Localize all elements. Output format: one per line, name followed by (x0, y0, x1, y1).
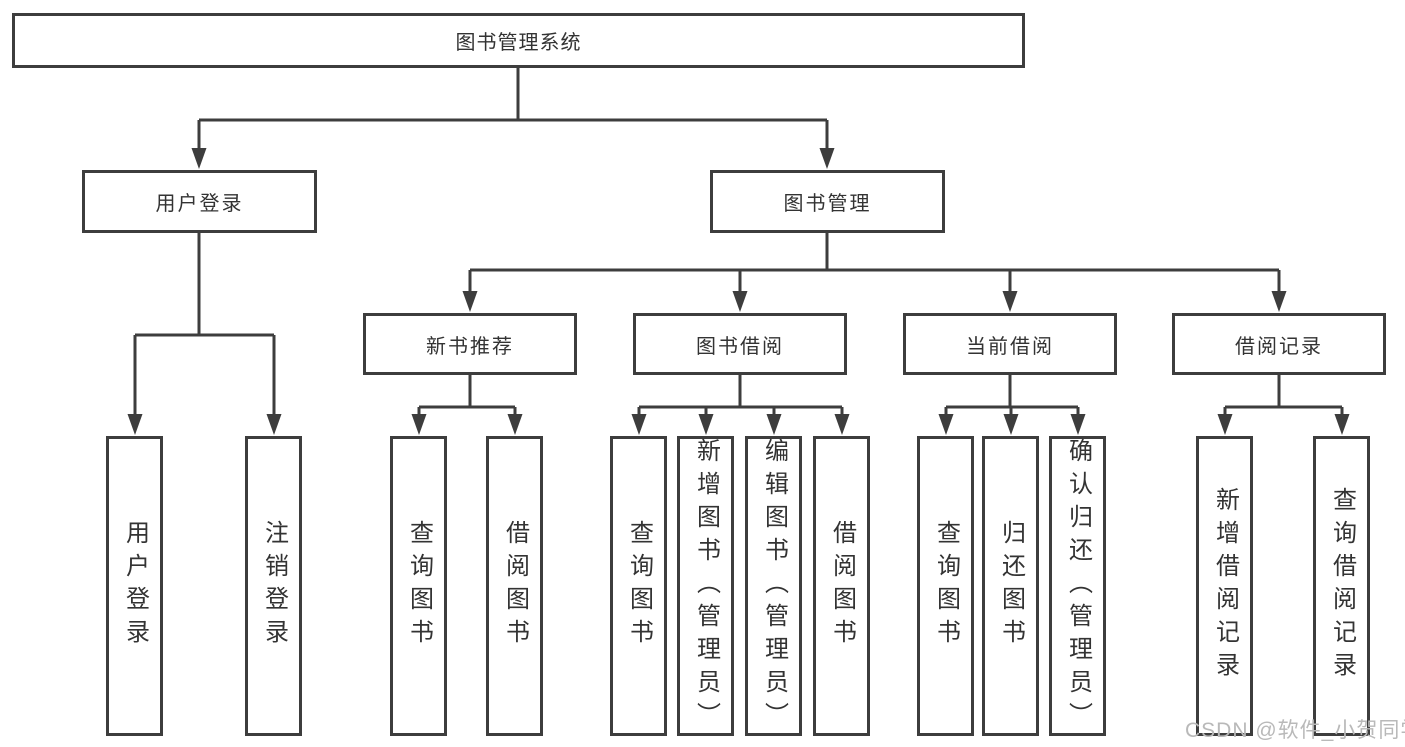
node-root: 图书管理系统 (12, 13, 1025, 68)
node-leaf-borrow-books-recommend: 借阅图书 (486, 436, 543, 736)
node-user-login-branch: 用户登录 (82, 170, 317, 233)
node-leaf-edit-book-admin: 编辑图书（管理员） (745, 436, 802, 736)
arrowhead (127, 414, 143, 435)
node-label: 新增借阅记录 (1211, 487, 1239, 685)
node-label: 当前借阅 (966, 335, 1054, 358)
connector-new-book-to-leaves (411, 375, 523, 435)
arrowhead (1217, 414, 1233, 435)
connector-borrow-records-to-leaves (1217, 375, 1350, 435)
arrowhead (411, 414, 427, 435)
node-label: 新增图书（管理员） (692, 437, 720, 735)
arrowhead (732, 291, 748, 312)
node-leaf-user-login: 用户登录 (106, 436, 163, 736)
node-label: 图书管理系统 (455, 32, 582, 54)
arrowhead (1002, 291, 1018, 312)
arrowhead (1003, 414, 1019, 435)
node-label: 归还图书 (997, 520, 1025, 652)
connector-current-borrow-to-leaves (938, 375, 1086, 435)
node-leaf-confirm-return-admin: 确认归还（管理员） (1049, 436, 1106, 736)
connector-user-login-to-leaves (127, 233, 282, 435)
node-leaf-return-books: 归还图书 (982, 436, 1039, 736)
node-leaf-add-borrow-record: 新增借阅记录 (1196, 436, 1253, 736)
node-leaf-add-book-admin: 新增图书（管理员） (677, 436, 734, 736)
connector-book-borrow-to-leaves (631, 375, 850, 435)
node-borrowing-records: 借阅记录 (1172, 313, 1386, 375)
arrowhead (766, 414, 782, 435)
node-new-book-recommend: 新书推荐 (363, 313, 577, 375)
connector-root-to-level2 (191, 68, 835, 169)
node-label: 注销登录 (260, 520, 288, 652)
node-label: 确认归还（管理员） (1064, 437, 1092, 735)
node-label: 借阅记录 (1235, 335, 1323, 358)
node-label: 查询图书 (625, 520, 653, 652)
node-label: 用户登录 (121, 520, 149, 652)
arrowhead (1271, 291, 1287, 312)
node-leaf-query-books-borrow: 查询图书 (610, 436, 667, 736)
node-label: 查询图书 (405, 520, 433, 652)
node-label: 查询图书 (932, 520, 960, 652)
arrowhead (834, 414, 850, 435)
node-book-management-branch: 图书管理 (710, 170, 945, 233)
node-label: 借阅图书 (501, 520, 529, 652)
node-label: 借阅图书 (828, 520, 856, 652)
arrowhead (938, 414, 954, 435)
node-current-borrowing: 当前借阅 (903, 313, 1117, 375)
node-label: 图书管理 (783, 193, 872, 215)
node-label: 新书推荐 (426, 335, 514, 358)
node-book-borrowing: 图书借阅 (633, 313, 847, 375)
arrowhead (507, 414, 523, 435)
connector-book-management-to-level3 (462, 233, 1287, 312)
arrowhead (266, 414, 282, 435)
node-label: 编辑图书（管理员） (760, 437, 788, 735)
arrowhead (698, 414, 714, 435)
node-leaf-query-books-recommend: 查询图书 (390, 436, 447, 736)
node-label: 查询借阅记录 (1328, 487, 1356, 685)
arrowhead (1070, 414, 1086, 435)
arrowhead (462, 291, 478, 312)
arrowhead (1334, 414, 1350, 435)
arrowhead (631, 414, 647, 435)
node-leaf-logout: 注销登录 (245, 436, 302, 736)
node-leaf-query-books-current: 查询图书 (917, 436, 974, 736)
node-label: 用户登录 (155, 193, 244, 215)
node-leaf-query-borrow-record: 查询借阅记录 (1313, 436, 1370, 736)
csdn-watermark: CSDN @软件_小贺同学 (1185, 719, 1405, 742)
node-leaf-borrow-books: 借阅图书 (813, 436, 870, 736)
arrowhead (191, 148, 207, 169)
arrowhead (819, 148, 835, 169)
node-label: 图书借阅 (696, 335, 784, 358)
